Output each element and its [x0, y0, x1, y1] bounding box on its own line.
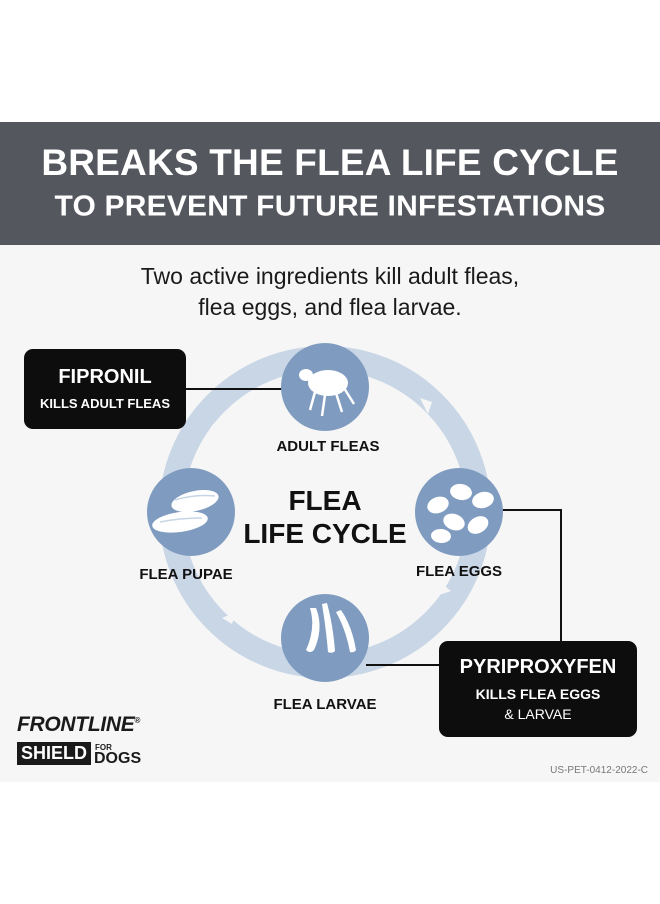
stage-label-eggs: FLEA EGGS [415, 563, 503, 580]
document-code: US-PET-0412-2022-C [550, 765, 648, 776]
pyriproxyfen-eggs-connector [500, 509, 562, 641]
fipronil-callout: FIPRONIL KILLS ADULT FLEAS [24, 349, 186, 429]
product-for: FOR [95, 743, 112, 752]
fipronil-description: KILLS ADULT FLEAS [40, 396, 170, 411]
fipronil-title: FIPRONIL [58, 366, 152, 388]
product-name: SHIELD [17, 742, 92, 765]
product-target: DOGS [94, 750, 142, 767]
pyriproxyfen-description-1: KILLS FLEA EGGS [475, 686, 601, 702]
stage-label-larvae: FLEA LARVAE [273, 696, 377, 713]
brand-logo: FRONTLINE® [17, 713, 140, 737]
center-title-line-2: LIFE CYCLE [243, 518, 407, 549]
pyriproxyfen-callout: PYRIPROXYFEN KILLS FLEA EGGS & LARVAE [439, 641, 637, 737]
banner-headline: BREAKS THE FLEA LIFE CYCLE [41, 142, 619, 183]
brand-name: FRONTLINE [17, 713, 135, 736]
flea-larvae-icon [281, 594, 369, 682]
subtitle-line-1: Two active ingredients kill adult fleas, [140, 263, 520, 289]
header-banner: BREAKS THE FLEA LIFE CYCLE TO PREVENT FU… [0, 122, 660, 245]
flea-pupae-icon [147, 468, 235, 556]
ring-arrow-notches [207, 398, 451, 624]
stage-label-adult: ADULT FLEAS [276, 438, 380, 455]
flea-icon [281, 343, 369, 431]
pyriproxyfen-description-2: & LARVAE [504, 706, 572, 722]
flea-eggs-icon [415, 468, 503, 556]
trademark-mark: ® [134, 716, 141, 725]
center-title-line-1: FLEA [288, 485, 362, 516]
banner-subheadline: TO PREVENT FUTURE INFESTATIONS [54, 190, 606, 223]
subtitle-line-2: flea eggs, and flea larvae. [198, 294, 462, 320]
pyriproxyfen-title: PYRIPROXYFEN [459, 656, 617, 678]
stage-label-pupae: FLEA PUPAE [139, 566, 233, 583]
